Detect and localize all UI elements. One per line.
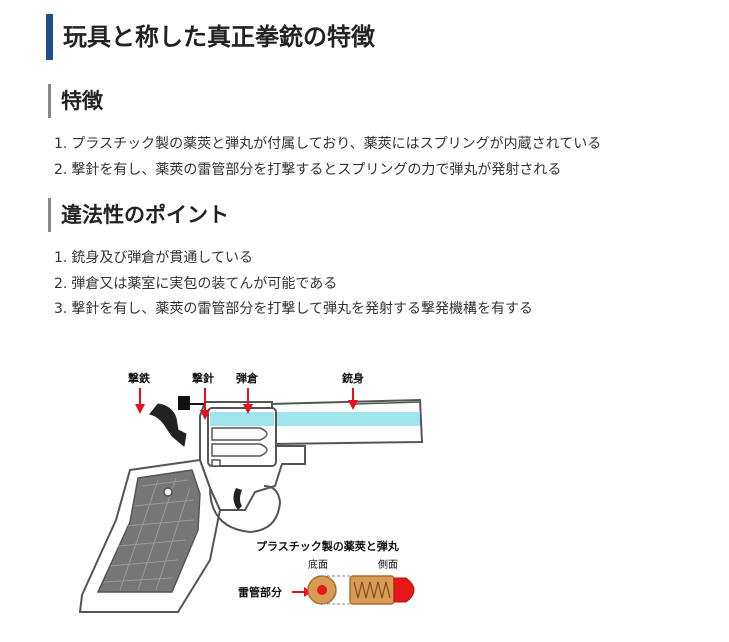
label-cartridge-title: プラスチック製の薬莢と弾丸 xyxy=(256,539,400,553)
label-hammer: 撃鉄 xyxy=(128,371,151,385)
list-item-text: 弾倉又は薬室に実包の装てんが可能である xyxy=(71,275,338,292)
list-item-number: 1. xyxy=(54,136,68,152)
section-heading-features: 特徴 xyxy=(48,84,708,118)
cartridge-in-cylinder-2 xyxy=(211,443,268,457)
grip-texture xyxy=(103,477,195,591)
label-barrel: 銃身 xyxy=(342,371,364,385)
list-item: 3.撃針を有し、薬莢の雷管部分を打撃して弾丸を発射する撃発機構を有する xyxy=(54,297,533,323)
list-item-text: 撃針を有し、薬莢の雷管部分を打撃して弾丸を発射する撃発機構を有する xyxy=(71,301,533,317)
grip-panel xyxy=(96,469,201,593)
illegality-list: 1.銃身及び弾倉が貫通している 2.弾倉又は薬室に実包の装てんが可能である 3.… xyxy=(54,246,533,323)
list-item-number: 2. xyxy=(54,275,68,292)
list-item: 1.プラスチック製の薬莢と弾丸が付属しており、薬莢にはスプリングが内蔵されている xyxy=(54,132,601,158)
label-cylinder: 弾倉 xyxy=(236,371,259,385)
page-title: 玩具と称した真正拳銃の特徴 xyxy=(46,14,716,60)
barrel-rib xyxy=(354,401,421,405)
section-heading-illegality: 違法性のポイント xyxy=(48,198,708,232)
features-list: 1.プラスチック製の薬莢と弾丸が付属しており、薬莢にはスプリングが内蔵されている… xyxy=(54,132,601,183)
cartridge-in-cylinder xyxy=(211,427,268,441)
cartridge-spring xyxy=(353,581,391,599)
arrow-hammer-head xyxy=(135,404,145,414)
label-bottom: 底面 xyxy=(308,558,328,571)
list-item: 1.銃身及び弾倉が貫通している xyxy=(54,246,533,272)
primer-dot xyxy=(317,585,327,595)
list-item-number: 1. xyxy=(54,250,68,266)
revolver-diagram: 撃鉄 撃針 弾倉 銃身 プラスチック製の薬莢と弾丸 底面 側面 雷管部分 xyxy=(60,360,440,620)
label-side: 側面 xyxy=(378,558,398,571)
arrow-firing-pin-head xyxy=(200,410,210,420)
list-item: 2.弾倉又は薬室に実包の装てんが可能である xyxy=(54,272,533,298)
cylinder-bore xyxy=(210,412,274,426)
trigger-guard xyxy=(209,485,282,534)
arrow-cylinder-head xyxy=(243,404,253,414)
list-item: 2.撃針を有し、薬莢の雷管部分を打撃するとスプリングの力で弾丸が発射される xyxy=(54,158,601,184)
cartridge-bullet xyxy=(393,577,415,603)
arrow-barrel-head xyxy=(348,400,358,410)
list-item-number: 2. xyxy=(54,161,68,178)
hammer-shape xyxy=(149,403,187,447)
cylinder-latch xyxy=(211,459,221,467)
grip-screw xyxy=(163,487,173,497)
list-item-text: 撃針を有し、薬莢の雷管部分を打撃するとスプリングの力で弾丸が発射される xyxy=(71,161,562,178)
label-primer: 雷管部分 xyxy=(238,585,282,599)
firing-pin-block xyxy=(178,396,190,410)
list-item-number: 3. xyxy=(54,301,68,317)
list-item-text: プラスチック製の薬莢と弾丸が付属しており、薬莢にはスプリングが内蔵されている xyxy=(71,136,602,152)
trigger-shape xyxy=(233,488,242,510)
barrel-bore xyxy=(272,412,420,426)
revolver-diagram-svg: 撃鉄 撃針 弾倉 銃身 プラスチック製の薬莢と弾丸 底面 側面 雷管部分 xyxy=(78,371,424,613)
list-item-text: 銃身及び弾倉が貫通している xyxy=(71,250,253,266)
label-firing-pin: 撃針 xyxy=(192,371,214,385)
